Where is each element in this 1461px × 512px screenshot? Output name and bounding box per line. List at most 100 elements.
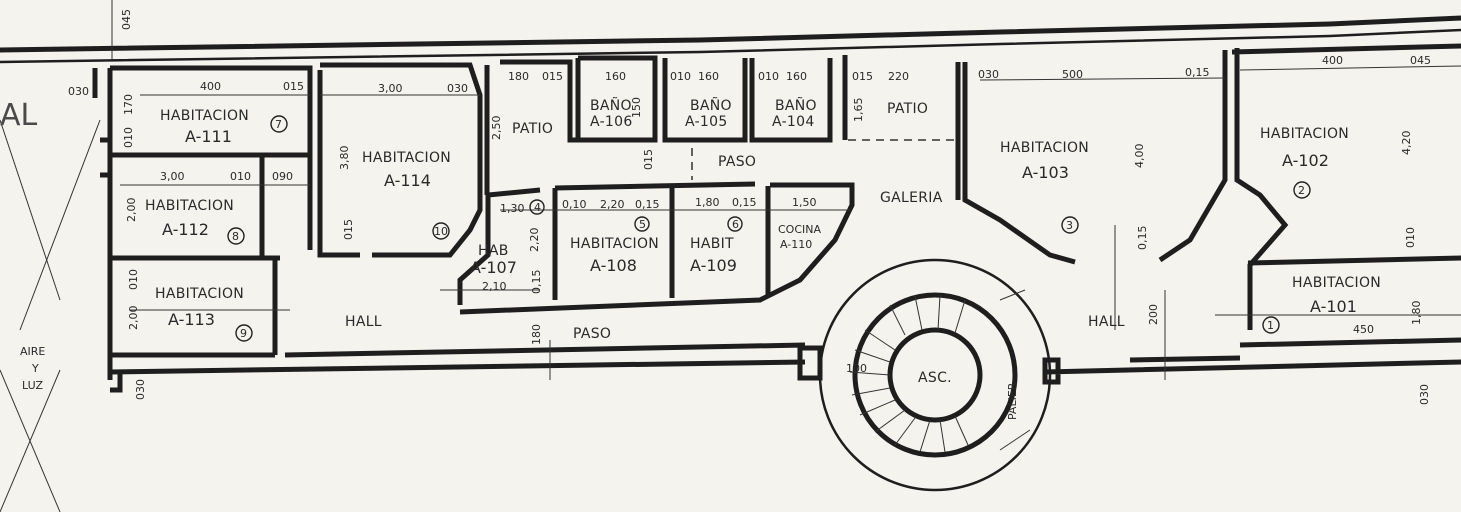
room-a101-number: 1	[1267, 319, 1274, 332]
room-a111-id: A-111	[185, 127, 232, 146]
dim-label: 1,65	[852, 98, 865, 123]
paso-lower-label: PASO	[573, 326, 611, 342]
dim-label: 450	[1353, 323, 1374, 336]
aire-label-3: LUZ	[22, 379, 43, 392]
dim-label: 3,80	[338, 146, 351, 171]
room-a112-number-circle	[227, 227, 245, 245]
room-a106-id: A-106	[590, 114, 633, 130]
dim-label: 0,15	[732, 196, 757, 209]
dim-label: 090	[272, 170, 293, 183]
room-a101-number-circle	[1262, 316, 1280, 334]
room-a104-id: A-104	[772, 114, 815, 130]
room-a103-number-circle	[1061, 216, 1079, 234]
dim-label: 2,00	[125, 198, 138, 223]
dim-label: 030	[134, 379, 147, 400]
dim-label: 200	[1147, 304, 1160, 325]
dim-label: 0,15	[1136, 226, 1149, 251]
galeria-label: GALERIA	[880, 190, 943, 206]
hall-right-label: HALL	[1088, 314, 1125, 330]
room-a101-label: HABITACION	[1292, 275, 1381, 291]
walls	[0, 15, 1461, 492]
room-a112-number: 8	[232, 230, 239, 243]
dim-label: 015	[342, 219, 355, 240]
room-a108-number-circle	[634, 216, 650, 232]
room-a102-id: A-102	[1282, 151, 1329, 170]
room-a112-id: A-112	[162, 220, 209, 239]
room-a101-id: A-101	[1310, 297, 1357, 316]
dim-label: 160	[605, 70, 626, 83]
dim-label: 1,80	[695, 196, 720, 209]
room-a105-id: A-105	[685, 114, 728, 130]
dim-label: 045	[120, 9, 133, 30]
room-a113-id: A-113	[168, 310, 215, 329]
dim-label: 2,50	[490, 116, 503, 141]
dim-label: 180	[530, 324, 543, 345]
room-a111-label: HABITACION	[160, 108, 249, 124]
dim-label: 1,80	[1410, 301, 1423, 326]
dim-label: 1,30	[500, 202, 525, 215]
room-a110-id: A-110	[780, 238, 812, 251]
room-a114-id: A-114	[384, 171, 431, 190]
room-a107-label: HAB	[478, 243, 509, 259]
room-a112-label: HABITACION	[145, 198, 234, 214]
dim-label: 015	[852, 70, 873, 83]
dim-label: 400	[200, 80, 221, 93]
patio-right-label: PATIO	[887, 101, 928, 117]
dim-label: 015	[642, 149, 655, 170]
room-a111-number-circle	[270, 115, 288, 133]
room-a109-number: 6	[732, 218, 739, 231]
dim-label: 010	[127, 269, 140, 290]
dim-label: 160	[698, 70, 719, 83]
dim-label: 2,10	[482, 280, 507, 293]
room-a113-label: HABITACION	[155, 286, 244, 302]
room-a114-number-circle	[432, 222, 450, 240]
dim-label: 4,20	[1400, 131, 1413, 156]
room-a114-label: HABITACION	[362, 150, 451, 166]
dim-label: 0,15	[635, 198, 660, 211]
dim-label: 030	[68, 85, 89, 98]
dim-label: 010	[230, 170, 251, 183]
dim-label: 010	[670, 70, 691, 83]
room-a113-number: 9	[240, 327, 247, 340]
hall-left-label: HALL	[345, 314, 382, 330]
aire-label-2: Y	[31, 362, 39, 375]
dim-label: 1,50	[792, 196, 817, 209]
room-a111-number: 7	[275, 118, 282, 131]
room-a107-number: 4	[534, 201, 541, 214]
dim-label: 4,00	[1133, 144, 1146, 169]
dim-label: 010	[758, 70, 779, 83]
ascensor-label: ASC.	[918, 370, 952, 386]
room-a108-number: 5	[639, 218, 646, 231]
room-a107-id: A-107	[470, 258, 517, 277]
dim-label: 170	[122, 94, 135, 115]
room-a109-label: HABIT	[690, 236, 734, 252]
dim-label: 2,00	[127, 306, 140, 331]
room-a103-number: 3	[1066, 219, 1073, 232]
room-a106-label: BAÑO	[590, 97, 632, 114]
dim-label: 500	[1062, 68, 1083, 81]
room-a108-id: A-108	[590, 256, 637, 275]
dim-label: 220	[888, 70, 909, 83]
room-a103-label: HABITACION	[1000, 140, 1089, 156]
dim-label: 150	[630, 97, 643, 118]
room-a104-label: BAÑO	[775, 97, 817, 114]
dim-label: 045	[1410, 54, 1431, 67]
dim-label: 030	[978, 68, 999, 81]
dim-label: 010	[122, 127, 135, 148]
dim-label: 010	[1404, 227, 1417, 248]
room-a114-number: 10	[434, 225, 448, 238]
room-a103-id: A-103	[1022, 163, 1069, 182]
room-a107-number-circle	[529, 199, 545, 215]
partial-title: AL	[0, 98, 38, 133]
dim-label: 160	[786, 70, 807, 83]
dim-label: 400	[1322, 54, 1343, 67]
dim-label: 3,00	[160, 170, 185, 183]
paso-upper-label: PASO	[718, 154, 756, 170]
room-a108-label: HABITACION	[570, 236, 659, 252]
room-a102-label: HABITACION	[1260, 126, 1349, 142]
palier-label: PALIER	[1006, 382, 1019, 420]
stair-treads	[849, 294, 969, 453]
room-a105-label: BAÑO	[690, 97, 732, 114]
